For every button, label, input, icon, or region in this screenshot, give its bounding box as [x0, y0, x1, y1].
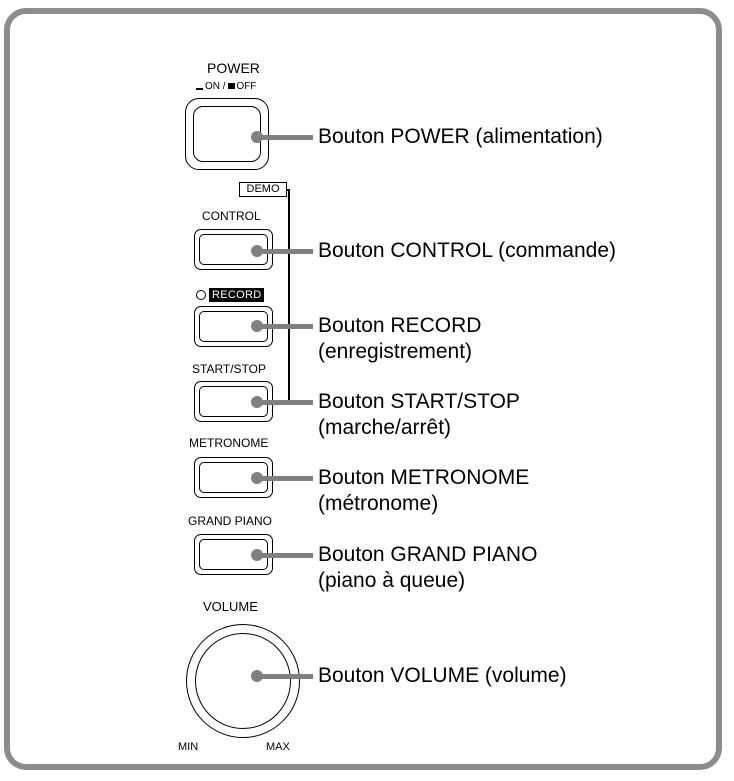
power-off-text: OFF: [236, 81, 257, 92]
power-button[interactable]: [185, 98, 269, 170]
callout-grand-piano-line-1: Bouton GRAND PIANO: [318, 543, 538, 566]
metronome-leader-line: [257, 476, 313, 481]
power-on-off-label: ON / OFF: [196, 82, 256, 92]
grand-piano-label: GRAND PIANO: [188, 514, 273, 528]
callout-grand-piano-line-2: (piano à queue): [318, 569, 466, 592]
volume-label: VOLUME: [203, 599, 258, 614]
callout-start-stop: Bouton START/STOP (marche/arrêt): [318, 389, 520, 441]
volume-max-label: MAX: [266, 741, 290, 753]
volume-min-label: MIN: [178, 741, 199, 753]
demo-label: DEMO: [239, 182, 287, 197]
demo-bracket-line: [288, 189, 290, 401]
off-position-icon: [228, 83, 236, 89]
power-separator: /: [222, 81, 226, 92]
volume-leader-line: [257, 674, 313, 679]
callout-record-line-2: (enregistrement): [318, 340, 473, 363]
callout-power-line-1: Bouton POWER (alimentation): [318, 125, 603, 148]
callout-volume: Bouton VOLUME (volume): [318, 663, 567, 689]
record-leader-line: [257, 324, 313, 329]
callout-metronome-line-2: (métronome): [318, 492, 439, 515]
callout-volume-line-1: Bouton VOLUME (volume): [318, 664, 567, 687]
callout-control: Bouton CONTROL (commande): [318, 238, 616, 264]
metronome-label: METRONOME: [189, 436, 269, 450]
on-position-icon: [196, 88, 203, 90]
power-on-text: ON: [205, 81, 220, 92]
record-label: RECORD: [209, 288, 265, 302]
callout-record-line-1: Bouton RECORD: [318, 314, 482, 337]
start-stop-label: START/STOP: [192, 362, 267, 376]
callout-start-stop-line-1: Bouton START/STOP: [318, 390, 520, 413]
record-indicator-icon: [196, 290, 206, 300]
callout-control-line-1: Bouton CONTROL (commande): [318, 239, 616, 262]
control-leader-line: [257, 249, 313, 254]
control-label: CONTROL: [202, 209, 261, 223]
callout-power: Bouton POWER (alimentation): [318, 124, 603, 150]
start-stop-leader-line: [257, 400, 313, 405]
grand-piano-leader-line: [257, 553, 313, 558]
callout-metronome-line-1: Bouton METRONOME: [318, 466, 530, 489]
callout-start-stop-line-2: (marche/arrêt): [318, 416, 452, 439]
callout-record: Bouton RECORD (enregistrement): [318, 313, 481, 365]
volume-knob-face: [195, 633, 291, 729]
power-title: POWER: [207, 60, 260, 76]
volume-knob[interactable]: [186, 624, 300, 738]
diagram-frame: [4, 8, 722, 770]
callout-metronome: Bouton METRONOME (métronome): [318, 465, 529, 517]
callout-grand-piano: Bouton GRAND PIANO (piano à queue): [318, 542, 537, 594]
power-leader-line: [257, 135, 313, 140]
